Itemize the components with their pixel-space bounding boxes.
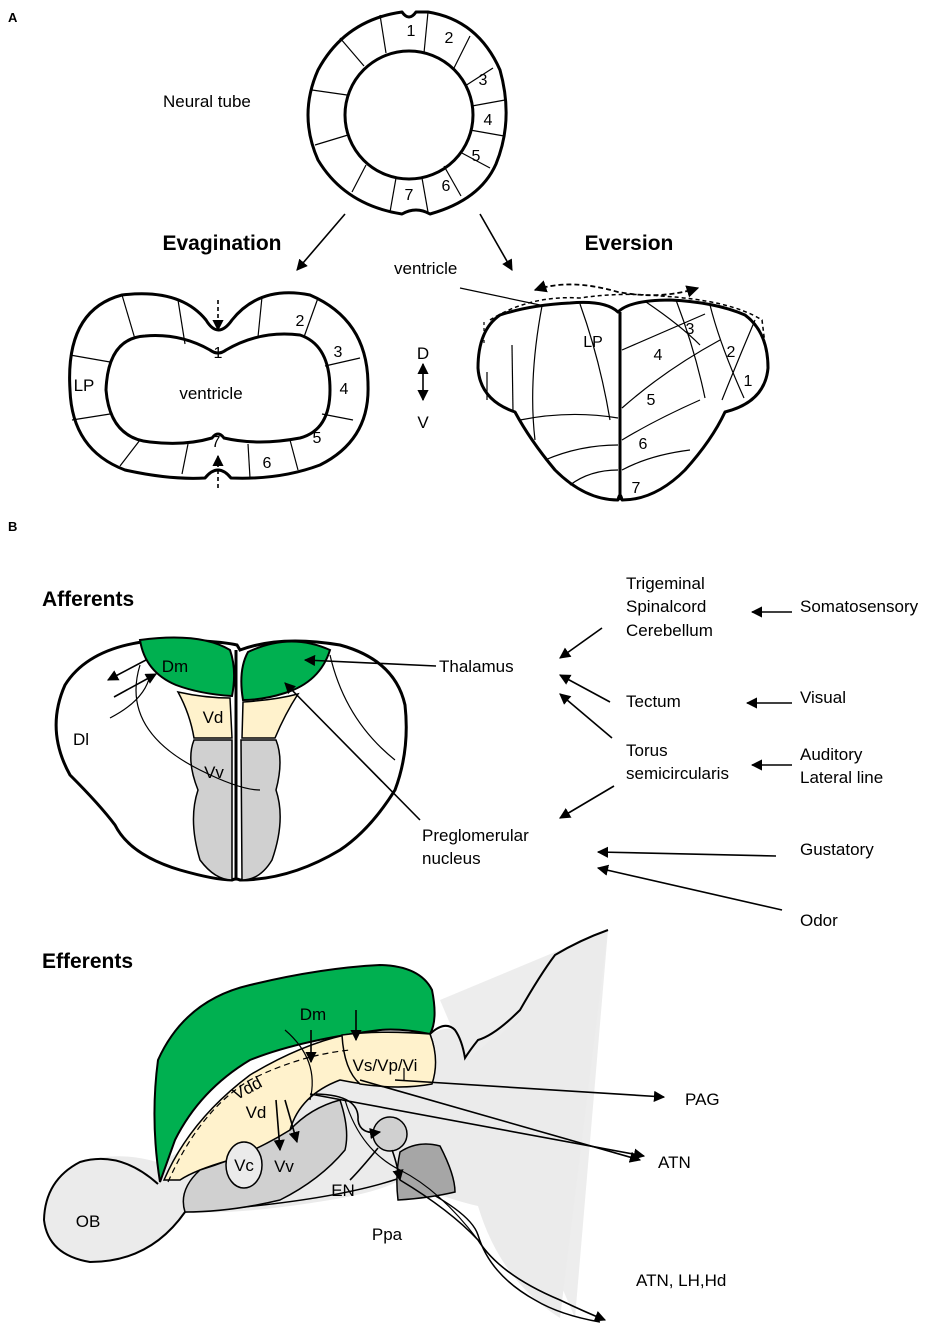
evag-num-5: 5 [313,430,322,447]
gustatory-arrow [596,846,777,858]
trigeminal-arrow [559,627,603,659]
tube-num-6: 6 [442,178,451,195]
source-spinalcord: Spinalcord [626,597,706,616]
axis-d-label: D [417,344,429,363]
eff-ob-label: OB [76,1212,101,1231]
ever-num-1: 1 [744,373,753,390]
evagination-diagram: 1 2 3 4 5 6 7 LP ventricle [68,291,370,488]
target-atn: ATN [658,1153,691,1172]
eversion-diagram: LP 1 2 3 4 5 6 7 [459,280,770,502]
preglomerular-label-2: nucleus [422,849,481,868]
evag-lp-label: LP [74,376,95,395]
neural-tube-label: Neural tube [163,92,251,111]
torus-arrow-1 [559,693,613,739]
evag-num-3: 3 [334,344,343,361]
eff-vsvpvi-label: Vs/Vp/Vi [353,1056,418,1075]
efferents-title: Efferents [42,950,133,973]
ever-num-4: 4 [654,347,663,364]
source-cerebellum: Cerebellum [626,621,713,640]
panel-a-label: A [8,10,18,25]
source-trigeminal: Trigeminal [626,574,705,593]
eff-en-label: EN [331,1181,355,1200]
preglomerular-label-1: Preglomerular [422,826,529,845]
mod-somatosensory: Somatosensory [800,597,919,616]
arrow-to-evagination [296,213,346,271]
odor-arrow [596,864,783,911]
aff-vv-label: Vv [204,763,224,782]
source-tectum: Tectum [626,692,681,711]
arrow-to-eversion [479,213,513,271]
evag-num-1: 1 [214,345,223,362]
target-pag: PAG [685,1090,720,1109]
ever-lp-label: LP [583,334,603,351]
evagination-title: Evagination [162,232,281,255]
evag-num-7: 7 [212,434,221,451]
aff-dl-label: Dl [73,730,89,749]
mod-auditory: Auditory [800,745,863,764]
evag-ventricle-label: ventricle [179,384,242,403]
tube-num-4: 4 [484,112,493,129]
aff-vd-label: Vd [203,708,224,727]
evag-num-4: 4 [340,381,349,398]
ever-num-3: 3 [686,321,695,338]
afferents-title: Afferents [42,588,134,611]
source-torus-2: semicircularis [626,764,729,783]
preglomerular-arrow [284,682,421,821]
mod-gustatory: Gustatory [800,840,874,859]
mod-visual: Visual [800,688,846,707]
eff-ppa-label: Ppa [372,1225,403,1244]
source-torus-1: Torus [626,741,668,760]
eff-vv-label: Vv [274,1157,294,1176]
tube-num-7: 7 [405,187,414,204]
ever-num-7: 7 [632,480,641,497]
tube-num-5: 5 [472,148,481,165]
mod-lateral-line: Lateral line [800,768,883,787]
tube-num-1: 1 [407,23,416,40]
evag-num-6: 6 [263,455,272,472]
tube-num-2: 2 [445,30,454,47]
evag-num-2: 2 [296,313,305,330]
mod-odor: Odor [800,911,838,930]
tube-num-3: 3 [479,72,488,89]
aff-dm-label: Dm [162,657,188,676]
panel-b-label: B [8,519,17,534]
eff-vc-label: Vc [234,1156,254,1175]
neural-tube: 1 2 3 4 5 6 7 [306,10,508,216]
thalamus-label: Thalamus [439,657,514,676]
ever-ventricle-label: ventricle [394,259,457,278]
ever-num-6: 6 [639,436,648,453]
axis-v-label: V [417,413,429,432]
target-atn-lh-hd: ATN, LH,Hd [636,1271,726,1290]
torus-arrow-2 [559,785,615,819]
thalamus-arrow [303,654,437,667]
eff-dm-label: Dm [300,1005,326,1024]
ever-num-2: 2 [727,344,736,361]
efferents-sagittal-section: Dm Vs/Vp/Vi Vdd Vd Vc Vv EN Ppa OB [42,929,666,1330]
afferents-cross-section: Dm Dl Vd Vv [54,636,408,882]
eversion-title: Eversion [585,232,674,255]
eff-vd-label: Vd [246,1103,267,1122]
ever-num-5: 5 [647,392,656,409]
tectum-arrow [559,674,611,703]
